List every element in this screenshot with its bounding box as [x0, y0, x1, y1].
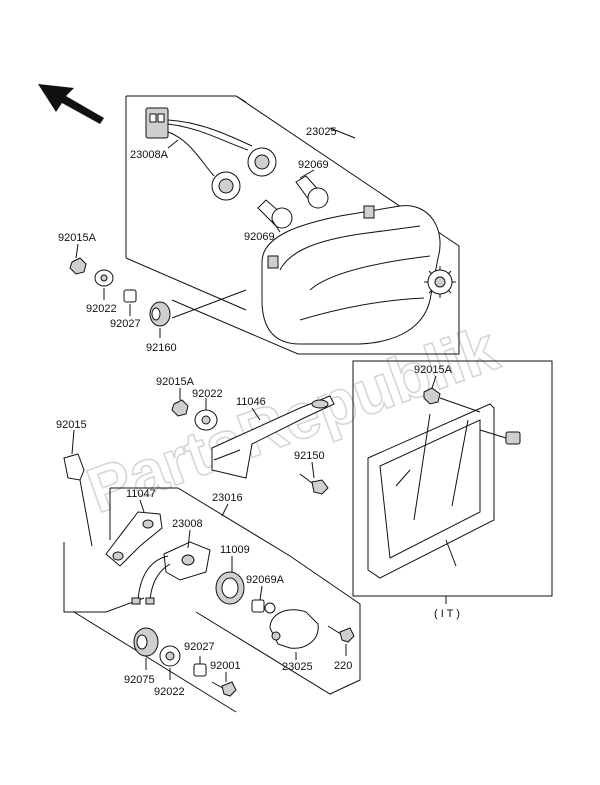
- grommet-part: [149, 301, 171, 327]
- bulb-part: [257, 175, 329, 229]
- part-label-92022: 92022: [86, 303, 117, 315]
- part-label-92150: 92150: [294, 450, 325, 462]
- part-label-92160: 92160: [146, 342, 177, 354]
- bolt-part: [479, 429, 521, 445]
- part-label-23016: 23016: [212, 492, 243, 504]
- front-direction-arrow-icon: [38, 84, 104, 124]
- part-label-220: 220: [334, 660, 352, 672]
- washer-part: [159, 645, 181, 667]
- part-label-92027: 92027: [184, 641, 215, 653]
- gear-icon: [424, 266, 456, 298]
- part-label-92001: 92001: [210, 660, 241, 672]
- part-label-92069: 92069: [298, 159, 329, 171]
- part-label-92069: 92069: [244, 231, 275, 243]
- bolt-part: [299, 473, 329, 495]
- part-label-it: ( I T ): [434, 608, 460, 620]
- part-label-92027: 92027: [110, 318, 141, 330]
- license-plate-bracket-part: [367, 403, 495, 579]
- bulb-part: [251, 599, 276, 614]
- part-label-92015: 92015: [56, 419, 87, 431]
- part-label-92075: 92075: [124, 674, 155, 686]
- license-plate-panel-frame: [352, 360, 553, 604]
- part-label-23008a: 23008A: [130, 149, 169, 161]
- part-label-92022: 92022: [154, 686, 185, 698]
- leader-line: [171, 289, 247, 319]
- part-label-11047: 11047: [126, 488, 156, 500]
- nut-part: [69, 257, 87, 275]
- license-lamp-lens-part: [269, 609, 319, 649]
- screw-part: [327, 625, 355, 643]
- gasket-part: [215, 571, 245, 605]
- lower-assembly-frame: [63, 487, 361, 713]
- bolt-part: [211, 681, 237, 697]
- part-label-92069a: 92069A: [246, 574, 285, 586]
- part-label-11046: 11046: [236, 396, 266, 408]
- part-label-92015a: 92015A: [414, 364, 453, 376]
- bulb-socket-part: [211, 147, 277, 201]
- collar-part: [193, 663, 207, 677]
- clip-part: [63, 453, 93, 547]
- part-label-92022: 92022: [192, 388, 223, 400]
- part-label-23025: 23025: [282, 661, 313, 673]
- tail-light-lens-part: [261, 205, 441, 345]
- leader-line: [439, 397, 481, 413]
- leader-lines: [71, 127, 437, 682]
- washer-part: [194, 409, 218, 431]
- part-label-92015a: 92015A: [58, 232, 97, 244]
- part-label-23025: 23025: [306, 126, 337, 138]
- part-label-11009: 11009: [220, 544, 250, 556]
- license-lamp-socket-part: [131, 541, 211, 605]
- part-label-23008: 23008: [172, 518, 203, 530]
- collar-part: [123, 289, 137, 303]
- grommet-part: [133, 627, 159, 657]
- wiring-connector-part: [145, 107, 253, 177]
- lamp-bracket-part: [105, 511, 163, 567]
- leader-line: [445, 539, 457, 567]
- washer-part: [94, 269, 114, 287]
- part-label-92015a: 92015A: [156, 376, 195, 388]
- tail-light-assembly-frame: [125, 95, 460, 355]
- nut-part: [171, 399, 189, 417]
- mounting-bracket-part: [211, 395, 335, 479]
